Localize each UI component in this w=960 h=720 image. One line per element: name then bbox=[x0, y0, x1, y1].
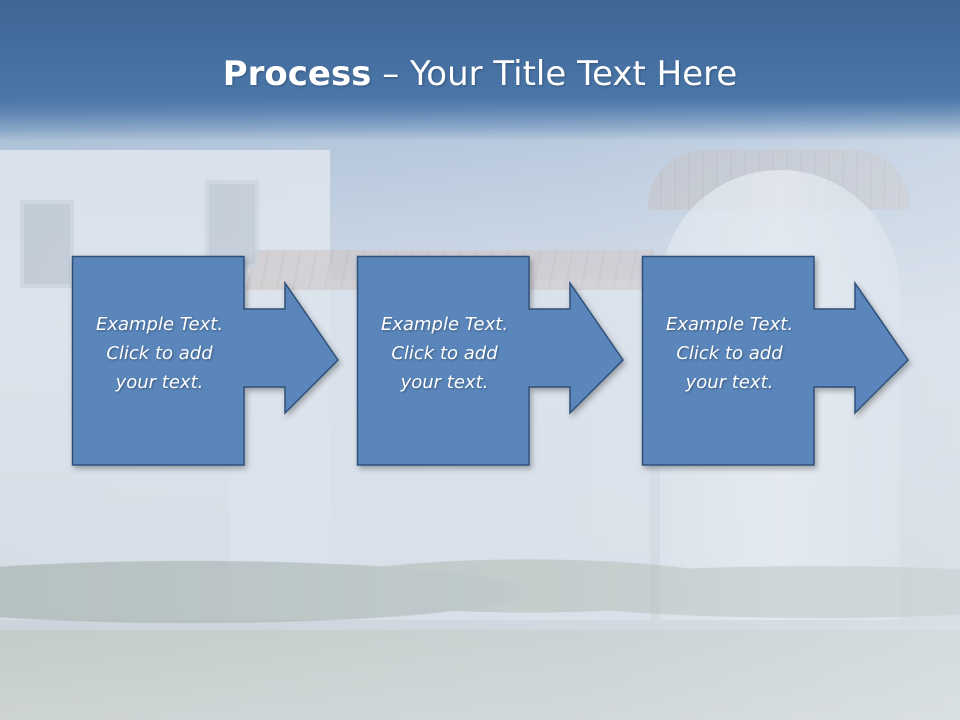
step-text[interactable]: Example Text. Click to add your text. bbox=[380, 314, 509, 393]
title-bold: Process bbox=[222, 54, 372, 94]
step-text[interactable]: Example Text. Click to add your text. bbox=[95, 314, 224, 393]
arrow-callout-shape bbox=[641, 255, 909, 466]
title-rest: – Your Title Text Here bbox=[371, 54, 738, 94]
slide-title[interactable]: Process – Your Title Text Here bbox=[0, 52, 960, 96]
process-step-1[interactable]: Example Text. Click to add your text. bbox=[71, 255, 342, 468]
arrow-callout-shape bbox=[356, 255, 624, 466]
step-text[interactable]: Example Text. Click to add your text. bbox=[665, 314, 794, 393]
process-step-3[interactable]: Example Text. Click to add your text. bbox=[641, 255, 912, 468]
process-step-2[interactable]: Example Text. Click to add your text. bbox=[356, 255, 627, 468]
arrow-callout-shape bbox=[71, 255, 339, 466]
title-band bbox=[0, 0, 960, 140]
